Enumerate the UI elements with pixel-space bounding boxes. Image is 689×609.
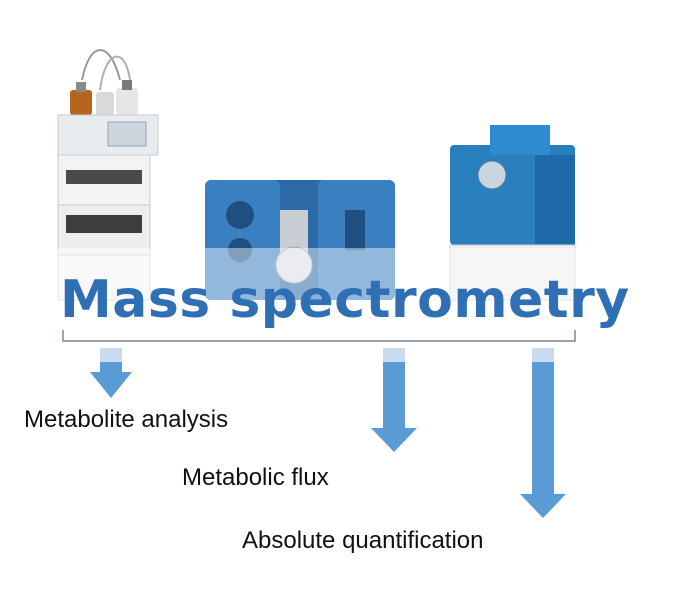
output-label-metabolic-flux: Metabolic flux <box>182 464 329 491</box>
lc-system-image <box>57 49 159 301</box>
arrow-metabolite-analysis <box>90 348 132 398</box>
page-title: Mass spectrometry <box>60 270 630 330</box>
arrow-metabolic-flux <box>371 348 417 452</box>
instruments-illustration <box>57 49 576 301</box>
title-backdrop <box>0 248 689 318</box>
output-label-absolute-quantification: Absolute quantification <box>242 527 484 554</box>
title-bracket <box>62 330 576 342</box>
output-label-metabolite-analysis: Metabolite analysis <box>24 406 229 433</box>
high-res-ms-image <box>449 125 576 301</box>
triple-quad-ms-image <box>205 180 395 300</box>
arrow-absolute-quantification <box>520 348 566 518</box>
